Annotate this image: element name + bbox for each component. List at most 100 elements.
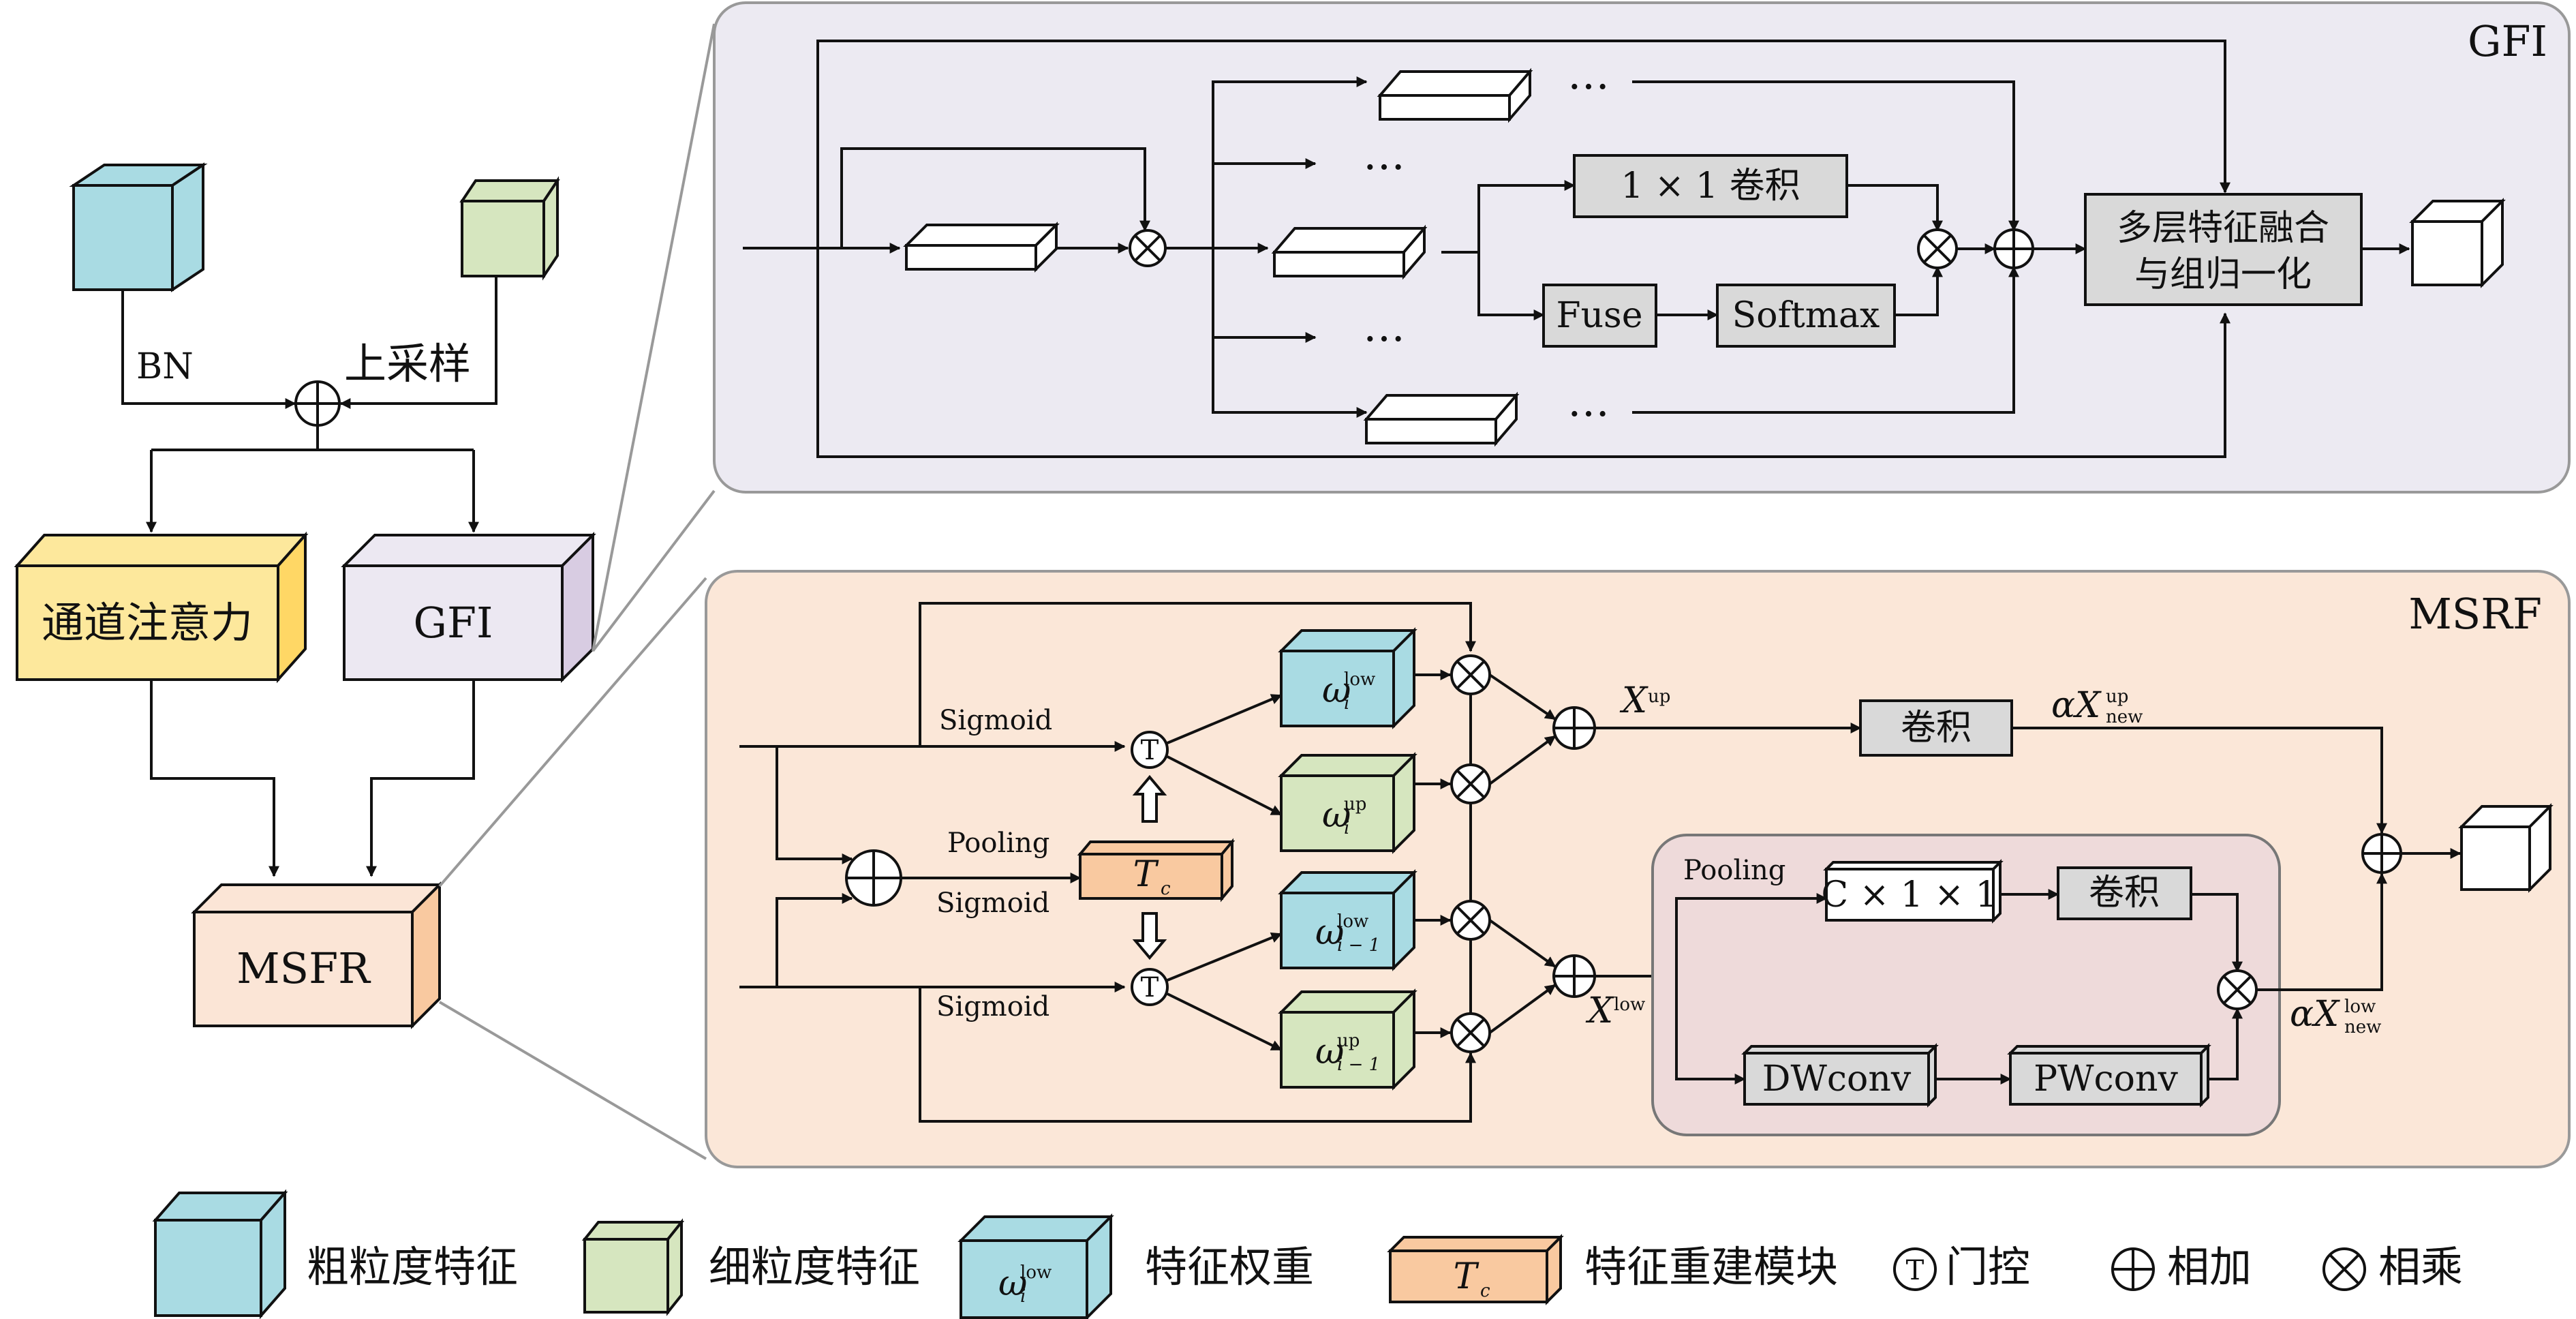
upsample-label: 上采样 [344,339,471,389]
svg-text:low: low [1020,1262,1052,1283]
add-icon [294,380,341,427]
add-icon [2361,833,2402,874]
multiply-icon [1450,654,1491,695]
conv1x1-box: 1 × 1 卷积 [1573,154,1848,218]
gate-icon: T [1131,968,1169,1006]
svg-text:C × 1 × 1: C × 1 × 1 [1821,875,1997,915]
svg-text:low: low [1614,995,1645,1015]
fuse-box: Fuse [1542,284,1657,348]
x-low-label: X [1585,990,1614,1031]
multiply-icon [1450,1012,1491,1053]
add-icon [845,849,902,907]
legend-rebuild-label: 特征重建模块 [1584,1242,1838,1292]
svg-text:T: T [1133,854,1159,895]
legend-weight-label: 特征权重 [1145,1242,1314,1292]
gfi-feature-slab [1271,224,1428,280]
ellipsis: … [1567,376,1610,426]
coarse-feature-cube [69,162,208,292]
svg-text:new: new [2344,1017,2381,1037]
svg-text:Fuse: Fuse [1556,295,1642,336]
svg-text:卷积: 卷积 [2089,873,2160,913]
msfr-box: MSFR [191,881,443,1029]
multiply-icon [1129,229,1167,267]
pwconv-box: PWconv [2007,1043,2211,1108]
multiply-icon [1450,763,1491,804]
overview: BN 上采样 通道注意力 GFI MSFR [14,23,716,1160]
add-icon [1552,706,1596,750]
svg-text:c: c [1161,879,1171,899]
legend-rebuild-swatch: T c [1387,1234,1564,1305]
msrf-panel: MSRF Sigmoid Pooling Sigmoid Sigmoid T c [705,570,2571,1168]
alpha-x-up-label: αX [2051,685,2102,726]
conv-box: 卷积 [2057,866,2192,920]
legend-weight-swatch: ω low i [957,1213,1114,1319]
legend-multiply-icon [2322,1247,2366,1291]
svg-text:up: up [1344,794,1366,815]
msrf-panel-title: MSRF [2408,589,2542,639]
svg-text:多层特征融合: 多层特征融合 [2117,208,2329,249]
svg-text:up: up [1648,686,1670,707]
gfi-feature-slab [903,222,1060,273]
legend-gate-label: 门控 [1946,1242,2030,1292]
svg-text:i − 1: i − 1 [1337,1055,1380,1075]
svg-text:T: T [1141,735,1159,766]
output-cube [2458,803,2554,893]
alpha-x-low-label: αX [2290,994,2340,1035]
legend-add-icon [2111,1247,2155,1291]
tc-module: T c [1077,838,1236,903]
svg-text:MSFR: MSFR [236,943,371,993]
svg-text:new: new [2106,707,2143,727]
svg-text:ω: ω [1322,795,1351,836]
gfi-panel: GFI [713,1,2571,494]
gate-down-arrow [1132,912,1167,960]
sigmoid-label: Sigmoid [936,991,1049,1022]
legend-fine-swatch [581,1218,685,1316]
svg-text:与组归一化: 与组归一化 [2134,254,2312,295]
conv-box: 卷积 [1859,699,2013,757]
svg-text:ω: ω [1322,670,1351,711]
svg-text:T: T [1454,1256,1479,1297]
svg-text:Softmax: Softmax [1732,295,1880,336]
sigmoid-label: Sigmoid [936,888,1049,919]
svg-text:i: i [1020,1286,1026,1307]
weight-cube-up-i-minus-1: ω up i − 1 [1278,988,1417,1091]
softmax-box: Softmax [1716,284,1896,348]
weight-cube-low-i-minus-1: ω low i − 1 [1278,869,1417,971]
svg-text:i − 1: i − 1 [1337,935,1380,956]
gate-icon: T [1131,731,1169,769]
legend-add-label: 相加 [2167,1242,2252,1292]
pooling-label: Pooling [947,828,1049,859]
svg-text:ω: ω [1315,912,1344,953]
gfi-feature-slab [1363,391,1520,447]
gfi-panel-title: GFI [2468,16,2547,66]
multiply-icon [2217,969,2258,1010]
sigmoid-label: Sigmoid [939,705,1052,736]
svg-text:PWconv: PWconv [2034,1059,2178,1100]
bn-label: BN [136,346,194,387]
ellipsis: … [1363,130,1405,179]
add-icon [1993,228,2034,269]
svg-text:DWconv: DWconv [1762,1059,1912,1100]
legend-coarse-label: 粗粒度特征 [307,1242,518,1292]
output-cube [2409,198,2506,288]
legend-fine-label: 细粒度特征 [709,1242,920,1292]
svg-text:up: up [2106,686,2128,707]
svg-text:卷积: 卷积 [1901,708,1972,748]
svg-text:low: low [2344,997,2376,1017]
pooling-label: Pooling [1683,855,1785,886]
gfi-feature-slab [1377,67,1533,123]
multi-fusion-box: 多层特征融合 与组归一化 [2084,193,2363,306]
svg-text:c: c [1480,1281,1490,1301]
gate-up-arrow [1132,774,1167,823]
multiply-icon [1917,228,1958,269]
fine-feature-cube [459,176,560,281]
svg-text:T: T [1141,972,1159,1003]
svg-text:up: up [1337,1031,1360,1051]
ellipsis: … [1363,301,1405,351]
svg-text:i: i [1344,818,1349,838]
legend: 粗粒度特征 细粒度特征 ω low i 特征权重 T c 特征重建模块 T [152,1189,2463,1319]
gfi-box: GFI [341,532,596,683]
svg-text:i: i [1344,693,1349,714]
svg-text:1 × 1 卷积: 1 × 1 卷积 [1621,166,1800,207]
